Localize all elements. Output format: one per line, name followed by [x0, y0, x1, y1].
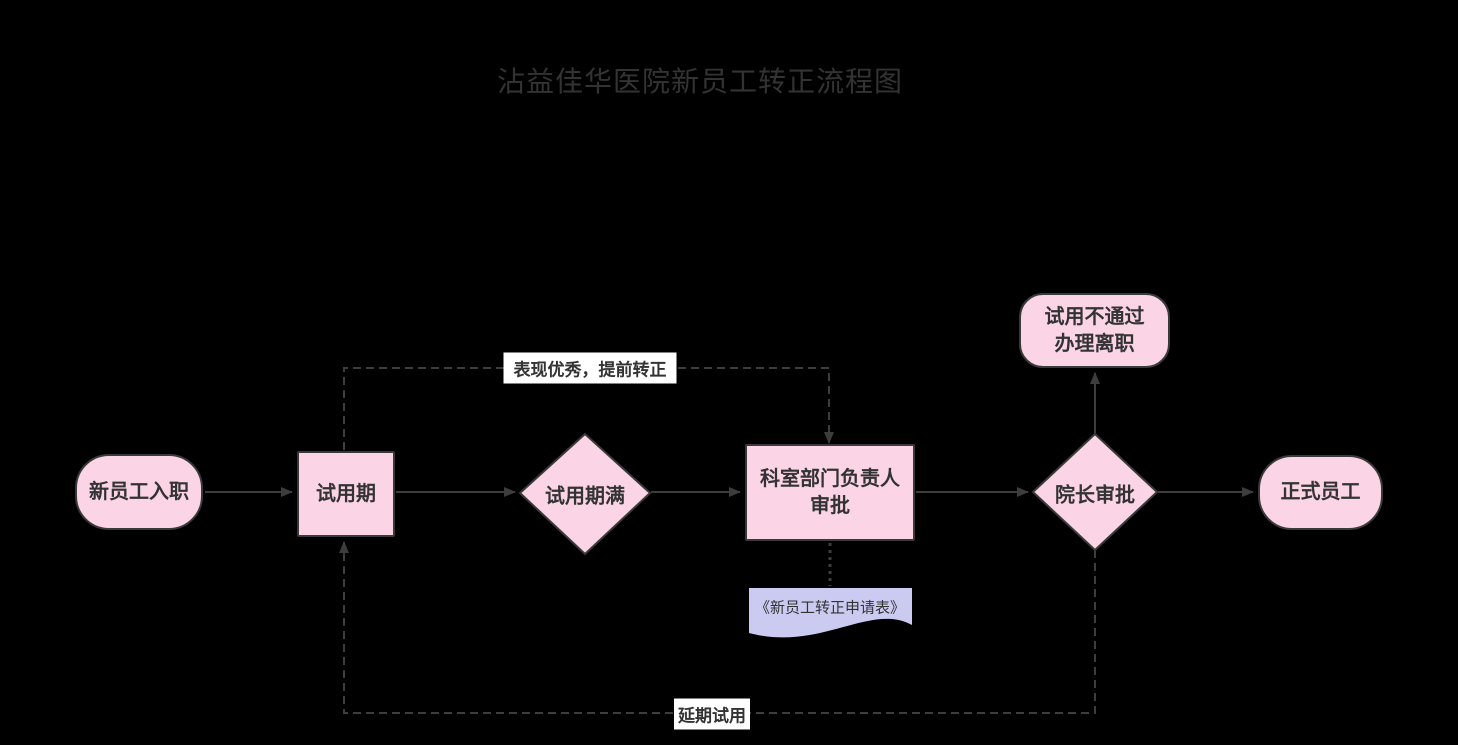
node-probation-full-shape	[518, 432, 652, 556]
node-fail-exit: 试用不通过 办理离职	[1019, 293, 1170, 368]
node-dean-approval-shape	[1031, 432, 1159, 552]
node-probation: 试用期	[297, 451, 395, 537]
node-form-document-label: 《新员工转正申请表》	[754, 599, 906, 617]
edge-label-delay-probation: 延期试用	[674, 698, 750, 730]
node-form-document-shape	[749, 588, 912, 638]
diagram-title: 沾益佳华医院新员工转正流程图	[496, 66, 903, 97]
edge-early-promotion	[343, 367, 834, 450]
node-start: 新员工入职	[75, 454, 203, 530]
node-dept-approval: 科室部门负责人 审批	[745, 444, 915, 541]
node-regular-employee: 正式员工	[1258, 455, 1383, 530]
node-dean-approval-label: 院长审批	[1055, 484, 1135, 507]
edge-delay-probation	[339, 541, 1096, 714]
node-probation-full-label: 试用期满	[545, 485, 625, 508]
edge-label-early-promotion: 表现优秀，提前转正	[503, 352, 677, 384]
